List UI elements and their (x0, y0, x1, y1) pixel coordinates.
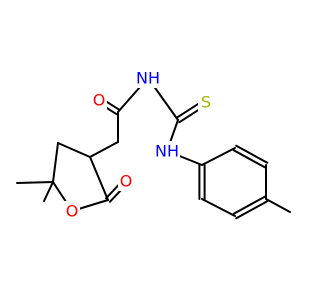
atom-bg-o_lactone (118, 171, 134, 191)
atom-label-o_carbonyl_top: O (93, 91, 106, 110)
structure-canvas: O NH S NH O O (16, 68, 291, 221)
bond-ar5-ar6 (201, 198, 236, 217)
atom-bg-s_thio (198, 92, 214, 112)
atom-label-n_aniline: NH (155, 142, 179, 161)
bond-ar4-ar5-2 (235, 200, 269, 220)
atom-label-s_thio: S (201, 93, 211, 112)
bond-ar1-ar2 (201, 147, 236, 166)
bond-alpha-lactonec (89, 156, 109, 201)
bond-ar4-ar5-1 (232, 195, 266, 215)
atom-bg-o_carbonyl_top (91, 90, 107, 110)
bond-ar2-ar3-1 (232, 149, 266, 169)
atom-label-o_ring: O (66, 202, 79, 221)
atom-label-n_amide: NH (136, 69, 160, 88)
molecule-structure: O NH S NH O O (16, 68, 291, 221)
bonds-layer (16, 77, 291, 220)
atom-bg-n_aniline (154, 141, 180, 161)
bond-ch2-alpha (57, 142, 91, 158)
bond-methyl2-gem (43, 181, 54, 202)
bond-alpha-ch2side (89, 141, 119, 158)
bond-methyl1-gem (16, 181, 54, 184)
atom-labels-layer: O NH S NH O O (64, 68, 214, 221)
atom-label-o_lactone: O (120, 172, 133, 191)
atom-bg-n_amide (135, 68, 161, 88)
bond-ar2-ar3-2 (235, 144, 269, 164)
atom-bg-o_ring (64, 201, 80, 221)
bond-gem-ch2 (52, 142, 59, 183)
bond-ar-methyl (265, 198, 291, 213)
